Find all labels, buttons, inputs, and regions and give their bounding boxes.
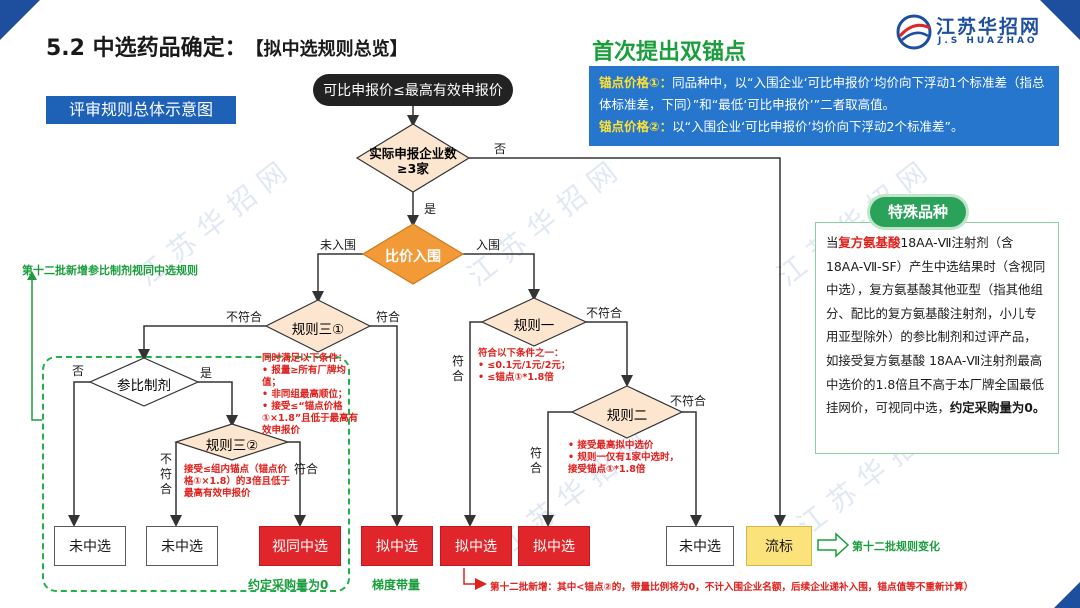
special-conclusion: 约定采购量为0。	[949, 400, 1046, 416]
decision-rule-1: 规则一	[513, 318, 555, 334]
special-text: 18AA-Ⅶ注射剂（含18AA-Ⅶ-SF）产生中选结果时（含视同中选），复方氨基…	[826, 235, 1046, 416]
decision-diamond	[480, 297, 588, 347]
corner-decoration-top-right	[1040, 0, 1080, 40]
decision-diamond	[88, 357, 200, 407]
decision-rule-3-1: 规则三①	[291, 322, 345, 338]
rule-2-item: • 规则一仅有1家中选时，接受锚点①*1.8倍	[568, 452, 680, 475]
start-condition: 可比申报价≤最高有效申报价	[313, 74, 513, 106]
outcome-proposed-selected: 拟中选	[361, 526, 433, 566]
page-title-sub: 【拟中选规则总览】	[254, 39, 408, 60]
decision-price-comparison: 比价入围	[385, 249, 441, 265]
rule-2-item: • 接受最高拟中选价	[568, 440, 654, 451]
branch-label-not-fit: 不符合	[586, 306, 623, 320]
branch-label-yes: 是	[424, 202, 437, 216]
logo-globe-icon	[896, 14, 932, 54]
branch-label-in: 入围	[476, 238, 501, 252]
branch-label-not-fit: 不符合	[670, 394, 707, 408]
logo-text: 江苏华招网	[936, 16, 1042, 38]
corner-decoration-bottom-right	[1054, 582, 1080, 608]
rule-3-1-title: 同时满足以下条件：	[262, 353, 348, 364]
decision-diamond	[264, 299, 372, 353]
special-variety-tag: 特殊品种	[870, 197, 966, 227]
branch-label-fit: 符合	[376, 310, 401, 324]
branch-label-not-fit: 不符合	[160, 452, 173, 496]
branch-label-yes: 是	[200, 366, 213, 380]
rule-1-conditions: 符合以下条件之一： • ≤0.1元/1元/2元； • ≤锚点①*1.8倍	[478, 348, 590, 384]
special-variety-box: 当复方氨基酸18AA-Ⅶ注射剂（含18AA-Ⅶ-SF）产生中选结果时（含视同中选…	[815, 222, 1059, 454]
anchor-2-text: 以“入围企业‘可比申报价’均价向下浮动2个标准差”。	[672, 119, 964, 134]
rule-1-item: • ≤0.1元/1元/2元；	[478, 360, 571, 371]
special-text: 当	[826, 235, 839, 250]
outcome-not-selected: 未中选	[146, 526, 218, 566]
reference-drug-group	[42, 356, 350, 592]
rule-3-1-item: • 接受≤“锚点价格①×1.8”且低于最高有效申报价	[262, 401, 359, 436]
decision-diamond	[174, 423, 290, 461]
decision-diamond	[570, 385, 684, 439]
anchor-price-box: 锚点价格①：同品种中，以“入围企业‘可比申报价’均价向下浮动1个标准差（指总体标…	[589, 66, 1059, 146]
decision-rule-3-2: 规则三②	[205, 438, 259, 454]
decision-rule-2: 规则二	[606, 408, 648, 424]
branch-label-fit: 符合	[530, 446, 543, 475]
anchor-1-key: 锚点价格①：	[599, 75, 673, 90]
tiered-quantity-note: 梯度带量	[372, 578, 421, 592]
corner-decoration-top-left	[0, 0, 40, 40]
rule-1-title: 符合以下条件之一：	[478, 348, 564, 359]
special-highlight: 复方氨基酸	[838, 235, 901, 250]
rule-3-2-condition: 接受≤组内锚点（锚点价格①×1.8）的3倍且低于最高有效申报价	[184, 464, 290, 499]
outcome-deemed-selected: 视同中选	[259, 526, 341, 566]
logo-subtext: J.S HUAZHAO	[938, 36, 1038, 46]
decision-company-count: 实际申报企业数≥3家	[369, 146, 457, 176]
bottom-new-rule-note: 第十二批新增：其中<锚点②的，带量比例将为0，不计入围企业名额，后续企业递补入围…	[490, 582, 974, 593]
decision-reference-drug: 参比制剂	[117, 378, 171, 394]
outcome-proposed-selected: 拟中选	[440, 526, 512, 566]
anchor-1-text: 同品种中，以“入围企业‘可比申报价’均价向下浮动1个标准差（指总体标准差，下同）…	[599, 75, 1045, 112]
branch-label-fit: 符合	[452, 354, 465, 383]
branch-label-fit: 符合	[294, 462, 319, 476]
overview-tag: 评审规则总体示意图	[46, 96, 236, 124]
rule-3-1-item: • 报量≥所有厂牌均值；	[262, 365, 346, 388]
anchor-2-key: 锚点价格②：	[599, 119, 673, 134]
decision-diamond	[355, 123, 471, 193]
branch-label-no: 否	[494, 142, 507, 156]
rule-3-1-conditions: 同时满足以下条件： • 报量≥所有厂牌均值； • 非同组最高顺位； • 接受≤“…	[262, 353, 364, 437]
rule-2-conditions: • 接受最高拟中选价 • 规则一仅有1家中选时，接受锚点①*1.8倍	[568, 440, 684, 476]
rule-change-note: 第十二批规则变化	[852, 540, 940, 553]
decision-diamond	[361, 223, 465, 285]
outcome-not-selected: 未中选	[54, 526, 126, 566]
outcome-failed-bid: 流标	[746, 526, 812, 566]
page-title: 5.2 中选药品确定： 【拟中选规则总览】	[46, 30, 408, 62]
outcome-not-selected: 未中选	[666, 526, 734, 566]
branch-label-no: 否	[72, 364, 85, 378]
outcome-proposed-selected: 拟中选	[518, 526, 590, 566]
rule-3-1-item: • 非同组最高顺位；	[262, 389, 348, 400]
left-new-rule-note: 第十二批新增参比制剂视同中选规则	[22, 264, 198, 277]
branch-label-not-in: 未入围	[320, 238, 357, 252]
rule-1-item: • ≤锚点①*1.8倍	[478, 372, 554, 383]
anchor-heading: 首次提出双锚点	[592, 40, 747, 65]
branch-label-not-fit: 不符合	[226, 310, 263, 324]
page-title-main: 5.2 中选药品确定：	[46, 36, 247, 61]
zero-quantity-note: 约定采购量为0	[248, 578, 329, 592]
